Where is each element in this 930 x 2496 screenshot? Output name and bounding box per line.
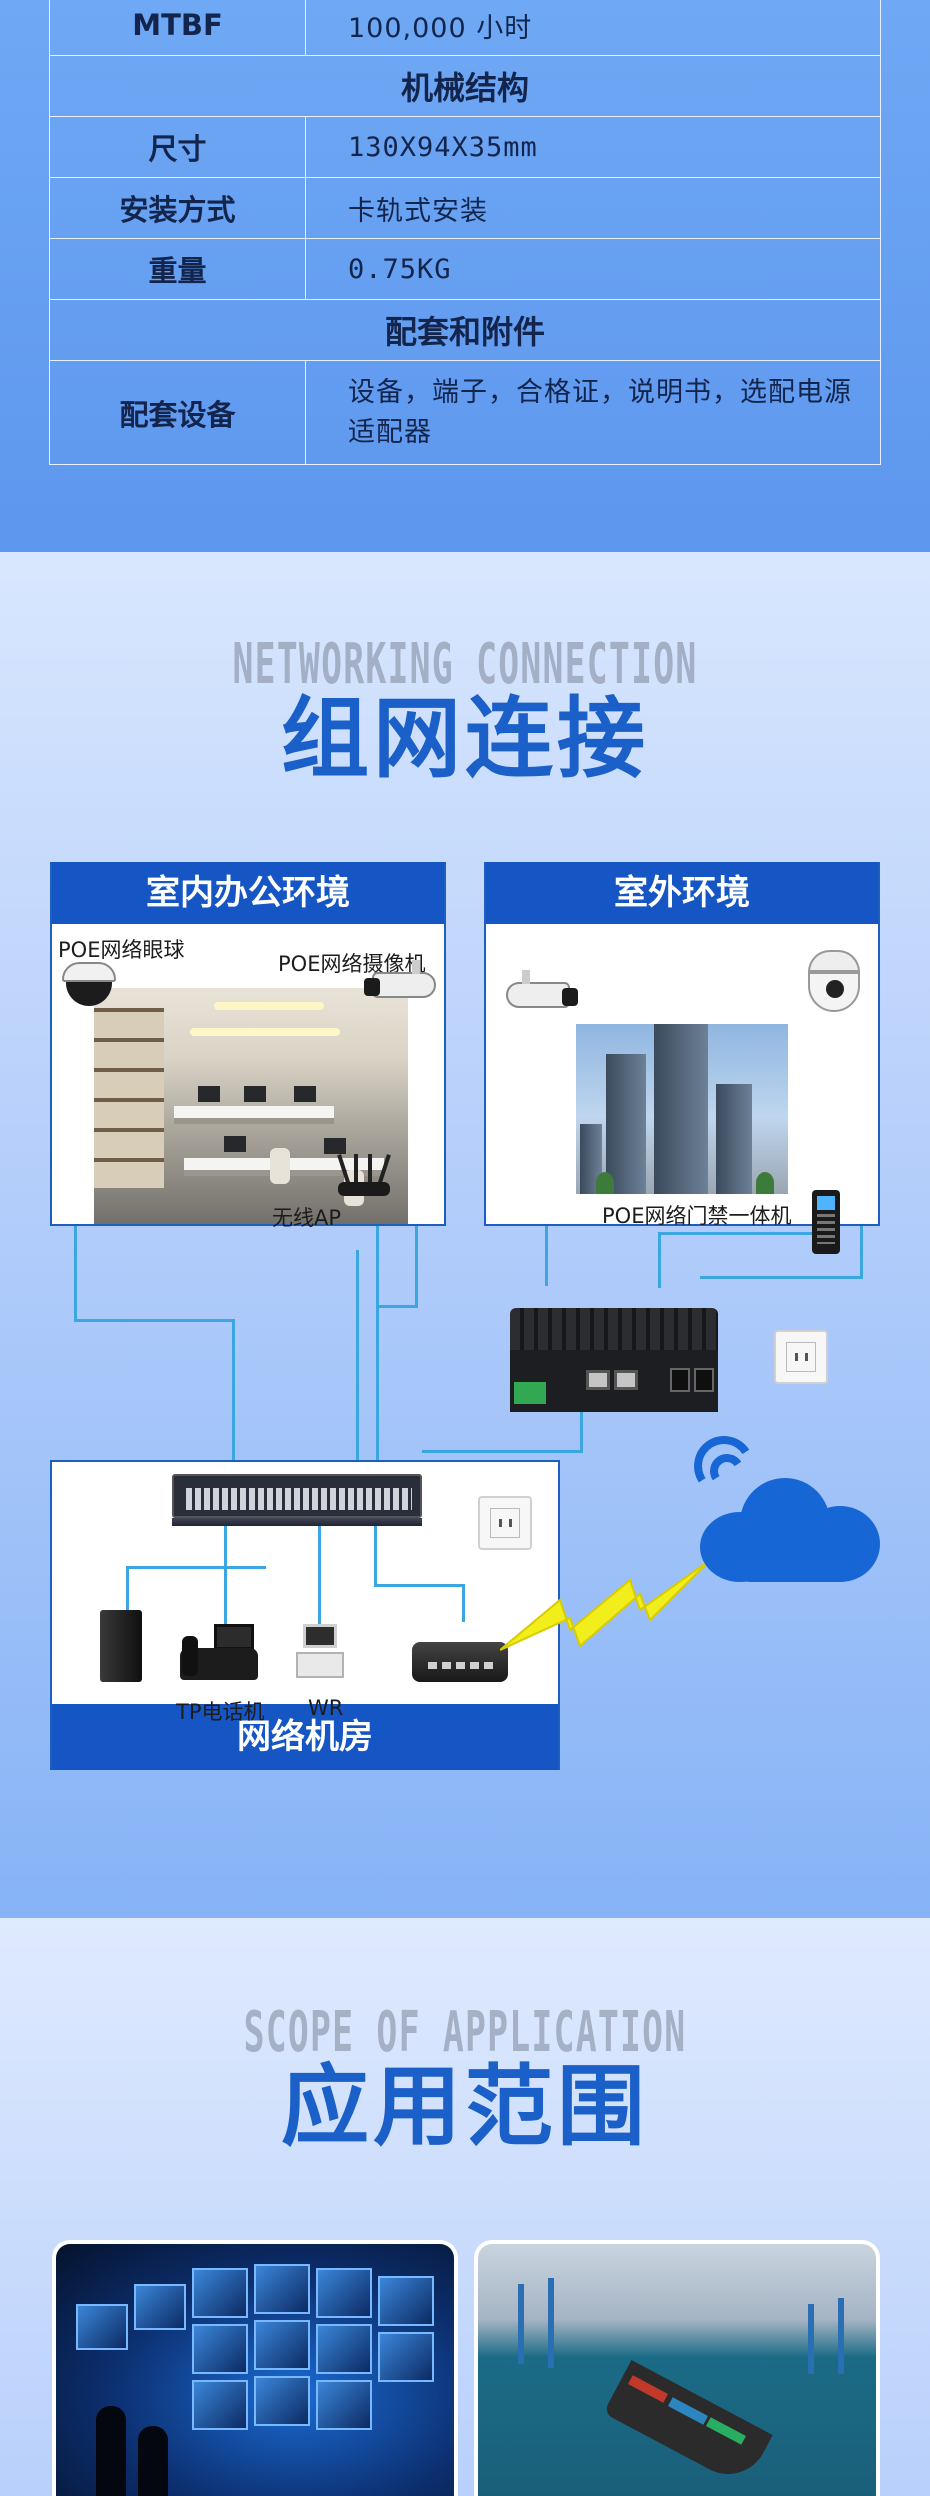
table-row: MTBF 100,000 小时 bbox=[49, 0, 881, 56]
wire bbox=[422, 1450, 583, 1453]
wire bbox=[74, 1319, 234, 1322]
desktop-pc-icon bbox=[100, 1610, 142, 1682]
power-socket-icon bbox=[478, 1496, 532, 1550]
wire bbox=[658, 1232, 661, 1288]
spec-value: 卡轨式安装 bbox=[305, 177, 881, 239]
wire bbox=[374, 1526, 377, 1586]
wire bbox=[462, 1584, 465, 1622]
wire bbox=[700, 1276, 863, 1279]
spec-key: 尺寸 bbox=[49, 116, 306, 178]
power-socket-icon bbox=[774, 1330, 828, 1384]
port-photo bbox=[474, 2240, 880, 2496]
spec-value: 100,000 小时 bbox=[305, 0, 881, 56]
wire bbox=[378, 1305, 418, 1308]
wire bbox=[318, 1526, 321, 1632]
dome-camera-icon bbox=[62, 962, 116, 1006]
ptz-camera-icon bbox=[808, 950, 860, 1012]
networking-ghost-title: NETWORKING CONNECTION bbox=[232, 632, 698, 697]
ip-phone-label: TP电话机 bbox=[176, 1700, 265, 1724]
bullet-camera-icon bbox=[364, 960, 436, 998]
industrial-switch-icon bbox=[510, 1308, 718, 1412]
spec-value: 设备，端子，合格证，说明书，选配电源适配器 bbox=[305, 360, 881, 465]
wire bbox=[658, 1232, 828, 1235]
table-section-row: 机械结构 bbox=[49, 55, 881, 117]
indoor-panel-title: 室内办公环境 bbox=[52, 862, 444, 924]
router-icon bbox=[412, 1642, 508, 1682]
wire bbox=[374, 1584, 464, 1587]
spec-section: MTBF 100,000 小时 机械结构 尺寸 130X94X35mm 安装方式… bbox=[0, 0, 930, 552]
wireless-ap-label: 无线AP bbox=[272, 1206, 342, 1230]
application-title: 应用范围 bbox=[280, 2055, 649, 2158]
spec-key: 重量 bbox=[49, 238, 306, 300]
spec-key: MTBF bbox=[49, 0, 306, 56]
spec-table: MTBF 100,000 小时 机械结构 尺寸 130X94X35mm 安装方式… bbox=[49, 0, 881, 465]
network-room-title: 网络机房 bbox=[52, 1704, 558, 1770]
spec-section-heading: 机械结构 bbox=[49, 55, 881, 117]
outdoor-bullet-camera-icon bbox=[506, 970, 578, 1008]
workstation-icon bbox=[296, 1624, 344, 1684]
application-section: SCOPE OF APPLICATION 应用范围 bbox=[0, 1918, 930, 2496]
dome-camera-label: POE网络眼球 bbox=[58, 938, 185, 962]
wire bbox=[232, 1319, 235, 1477]
core-switch-icon bbox=[172, 1474, 422, 1526]
wire bbox=[376, 1164, 379, 1478]
networking-title: 组网连接 bbox=[280, 687, 649, 790]
cloud-icon bbox=[700, 1472, 880, 1582]
outdoor-panel-title: 室外环境 bbox=[486, 862, 878, 924]
wire bbox=[224, 1526, 227, 1630]
wire bbox=[580, 1398, 583, 1452]
ip-phone-icon bbox=[180, 1624, 258, 1680]
networking-section: NETWORKING CONNECTION 组网连接 室内办公环境 POE网络眼… bbox=[0, 552, 930, 1918]
access-control-label: POE网络门禁一体机 bbox=[602, 1204, 792, 1228]
wire bbox=[126, 1566, 129, 1616]
table-section-row: 配套和附件 bbox=[49, 299, 881, 361]
table-row: 安装方式 卡轨式安装 bbox=[49, 177, 881, 239]
wire bbox=[356, 1250, 359, 1478]
video-wall-photo bbox=[52, 2240, 458, 2496]
table-row: 重量 0.75KG bbox=[49, 238, 881, 300]
workstation-label: WR bbox=[308, 1696, 344, 1720]
table-row: 配套设备 设备，端子，合格证，说明书，选配电源适配器 bbox=[49, 360, 881, 465]
city-photo bbox=[576, 1024, 788, 1194]
indoor-panel: 室内办公环境 POE网络眼球 POE网络摄像机 bbox=[50, 862, 446, 1230]
access-control-icon bbox=[812, 1190, 840, 1254]
table-row: 尺寸 130X94X35mm bbox=[49, 116, 881, 178]
lightning-bolt-icon bbox=[500, 1560, 710, 1651]
spec-section-heading: 配套和附件 bbox=[49, 299, 881, 361]
spec-key: 安装方式 bbox=[49, 177, 306, 239]
spec-key: 配套设备 bbox=[49, 360, 306, 465]
spec-value: 0.75KG bbox=[305, 238, 881, 300]
wireless-ap-icon bbox=[337, 1154, 394, 1198]
network-room-panel: 网络机房 TP电话机 WR bbox=[50, 1460, 560, 1770]
outdoor-panel: 室外环境 POE网络门禁一体机 bbox=[484, 862, 880, 1254]
spec-value: 130X94X35mm bbox=[305, 116, 881, 178]
application-ghost-title: SCOPE OF APPLICATION bbox=[243, 2000, 687, 2065]
wire bbox=[126, 1566, 266, 1569]
